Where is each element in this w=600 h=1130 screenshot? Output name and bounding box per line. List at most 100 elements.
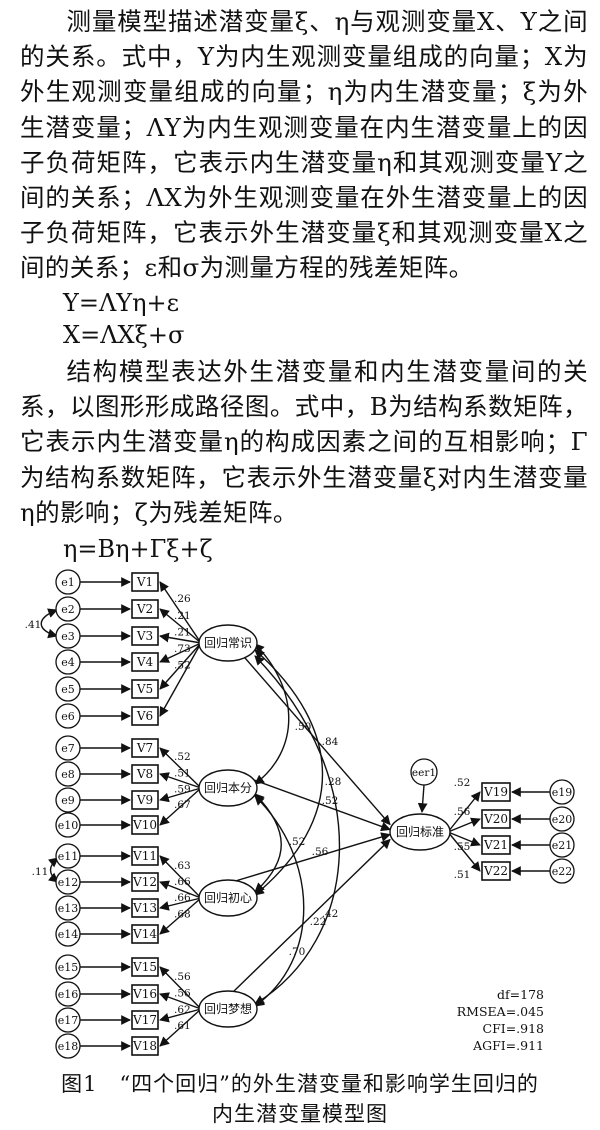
error-label: e1 [61, 576, 75, 589]
latent-covariance [254, 643, 290, 785]
error-circle [55, 787, 81, 813]
error-label: e4 [61, 656, 75, 669]
error-label: e8 [61, 768, 75, 781]
error-circle [55, 954, 81, 980]
observed-box [131, 764, 159, 784]
observed-box [131, 846, 159, 866]
endo-loading-label: .55 [454, 841, 471, 853]
endo-error-label: e19 [552, 786, 573, 799]
equation-x: X=ΛXξ+σ [63, 321, 185, 349]
fit-statistics: df=178 RMSEA=.045 CFI=.918 AGFI=.911 [440, 986, 544, 1054]
endo-observed-label: V21 [483, 838, 508, 852]
observed-box [131, 898, 159, 918]
error-circle [55, 895, 81, 921]
error-covariance-label: .11 [32, 866, 49, 878]
observed-label: V17 [132, 1013, 157, 1027]
endo-error-circle [410, 758, 438, 786]
structural-path-label: .84 [322, 736, 339, 748]
observed-box [131, 815, 159, 835]
error-circle [55, 569, 81, 595]
observed-label: V15 [132, 960, 157, 974]
error-label: e16 [58, 988, 79, 1001]
latent-covariance-label: .22 [310, 916, 327, 928]
latent-covariance-label: .50 [295, 721, 312, 733]
error-circle [55, 1007, 81, 1033]
fit-rmsea: RMSEA=.045 [456, 1004, 544, 1019]
observed-label: V13 [132, 901, 157, 915]
endogenous-ellipse [389, 813, 451, 851]
loading-label: .52 [174, 660, 191, 672]
loading-path [159, 787, 202, 803]
error-label: e3 [61, 630, 75, 643]
error-label: e12 [58, 876, 79, 889]
loading-label: .21 [174, 627, 191, 639]
loading-label: .68 [174, 908, 191, 920]
error-label: e10 [58, 819, 79, 832]
endo-loading-path [447, 791, 481, 833]
endo-error-circle [549, 806, 575, 832]
endo-observed-box [481, 861, 511, 881]
observed-box [131, 572, 159, 592]
loading-path [159, 642, 202, 717]
loading-path [159, 880, 202, 899]
error-circle [55, 596, 81, 622]
latent-ellipse [198, 624, 258, 662]
latent-ellipse [198, 769, 258, 807]
observed-label: V7 [136, 741, 153, 755]
endo-error-label: e22 [552, 865, 573, 878]
error-circle [55, 843, 81, 869]
loading-label: .56 [174, 971, 191, 983]
latent-covariance [254, 793, 282, 893]
error-circle [55, 761, 81, 787]
loading-label: .26 [174, 593, 191, 605]
equation-y: Y=ΛYη+ε [63, 289, 180, 317]
observed-label: V18 [132, 1039, 157, 1053]
loading-path [159, 642, 202, 663]
observed-label: V5 [136, 682, 153, 696]
observed-box [131, 599, 159, 619]
loading-path [159, 772, 202, 789]
endo-loading-path [447, 831, 481, 872]
error-circle [55, 869, 81, 895]
endo-error-label: eer1 [412, 767, 436, 779]
error-label: e17 [58, 1014, 79, 1027]
error-label: e11 [58, 850, 79, 863]
error-circle [55, 623, 81, 649]
loading-path [159, 1008, 202, 1023]
latent-covariance-label: .52 [289, 836, 306, 848]
loading-label: .73 [174, 643, 191, 655]
observed-label: V4 [136, 655, 154, 669]
loading-path [159, 608, 202, 644]
loading-label: .21 [174, 610, 191, 622]
error-label: e15 [58, 961, 79, 974]
error-circle [55, 703, 81, 729]
loading-path [159, 897, 202, 935]
figure-caption-line2: 内生潜变量模型图 [212, 1102, 388, 1126]
loading-path [159, 642, 202, 690]
structural-path-label: .42 [322, 908, 339, 920]
endo-loading-path [447, 831, 481, 847]
observed-label: V3 [136, 629, 153, 643]
latent-covariance [254, 795, 305, 1007]
observed-box [131, 706, 159, 726]
latent-covariance-label: .70 [289, 946, 306, 958]
error-label: e2 [61, 603, 75, 616]
observed-box [131, 924, 159, 944]
loading-label: .51 [174, 767, 191, 779]
error-label: e5 [61, 683, 75, 696]
figure-caption-line1: 图1 “四个回归”的外生潜变量和影响学生回归的 [61, 1072, 539, 1096]
latent-covariance [254, 655, 341, 1005]
latent-covariance-label: .28 [325, 776, 342, 788]
fit-df: df=178 [497, 987, 544, 1002]
error-label: e13 [58, 902, 79, 915]
loading-path [159, 632, 202, 644]
loading-label: .61 [174, 1020, 191, 1032]
equation-eta: η=Bη+Γξ+ζ [63, 535, 213, 563]
observed-label: V10 [132, 818, 157, 832]
observed-box [131, 652, 159, 672]
loading-label: .63 [174, 860, 191, 872]
observed-box [131, 738, 159, 758]
loading-path [159, 1008, 202, 1047]
observed-label: V8 [136, 767, 153, 781]
